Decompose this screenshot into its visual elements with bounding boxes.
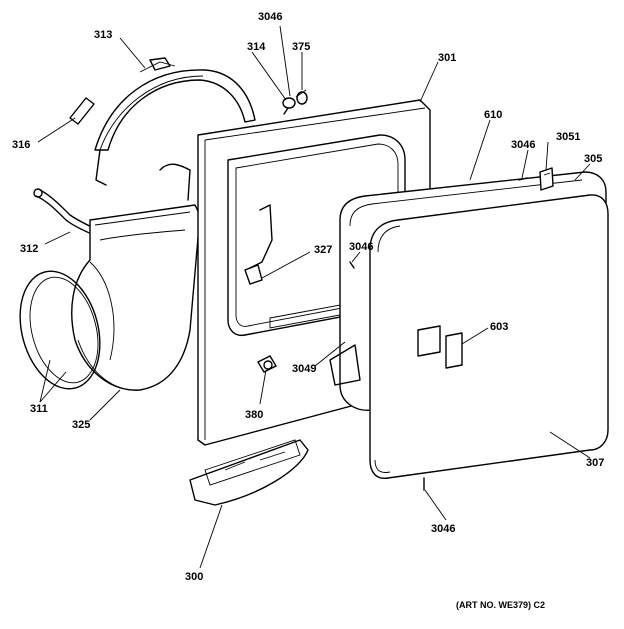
screws-3046 — [283, 107, 528, 491]
duct-assembly-part-325 — [71, 163, 201, 391]
label-316: 316 — [12, 139, 30, 151]
seal-part-316 — [69, 97, 95, 125]
label-3049: 3049 — [292, 363, 316, 375]
label-301: 301 — [438, 52, 456, 64]
gasket-part-311 — [19, 270, 101, 390]
label-3051: 3051 — [556, 131, 580, 143]
label-312: 312 — [20, 243, 38, 255]
label-603: 603 — [490, 321, 508, 333]
harness-part-312 — [33, 188, 99, 237]
callout-labels: 3046 313 314 375 301 316 610 3046 3051 3… — [12, 11, 604, 610]
part-380 — [257, 355, 277, 373]
bulkhead-part-313 — [94, 57, 256, 186]
label-3046-right: 3046 — [511, 139, 535, 151]
label-3046-bottom: 3046 — [431, 523, 455, 535]
leader-lines — [37, 25, 591, 569]
outer-door-part-307 — [369, 194, 609, 479]
art-number: (ART NO. WE379) C2 — [456, 600, 545, 610]
label-3046-mid: 3046 — [349, 241, 373, 253]
label-3046-top: 3046 — [258, 11, 282, 23]
label-325: 325 — [72, 419, 90, 431]
label-300: 300 — [185, 571, 203, 583]
label-307: 307 — [586, 457, 604, 469]
label-380: 380 — [245, 409, 263, 421]
label-375: 375 — [292, 41, 310, 53]
label-314: 314 — [247, 41, 266, 53]
label-311: 311 — [30, 403, 48, 415]
control-panel-part-300 — [189, 439, 309, 506]
label-327: 327 — [314, 244, 332, 256]
label-305: 305 — [584, 153, 602, 165]
latch-part-3051 — [539, 167, 554, 191]
label-313: 313 — [94, 29, 112, 41]
parts-314-375 — [282, 89, 308, 109]
label-610: 610 — [484, 109, 502, 121]
